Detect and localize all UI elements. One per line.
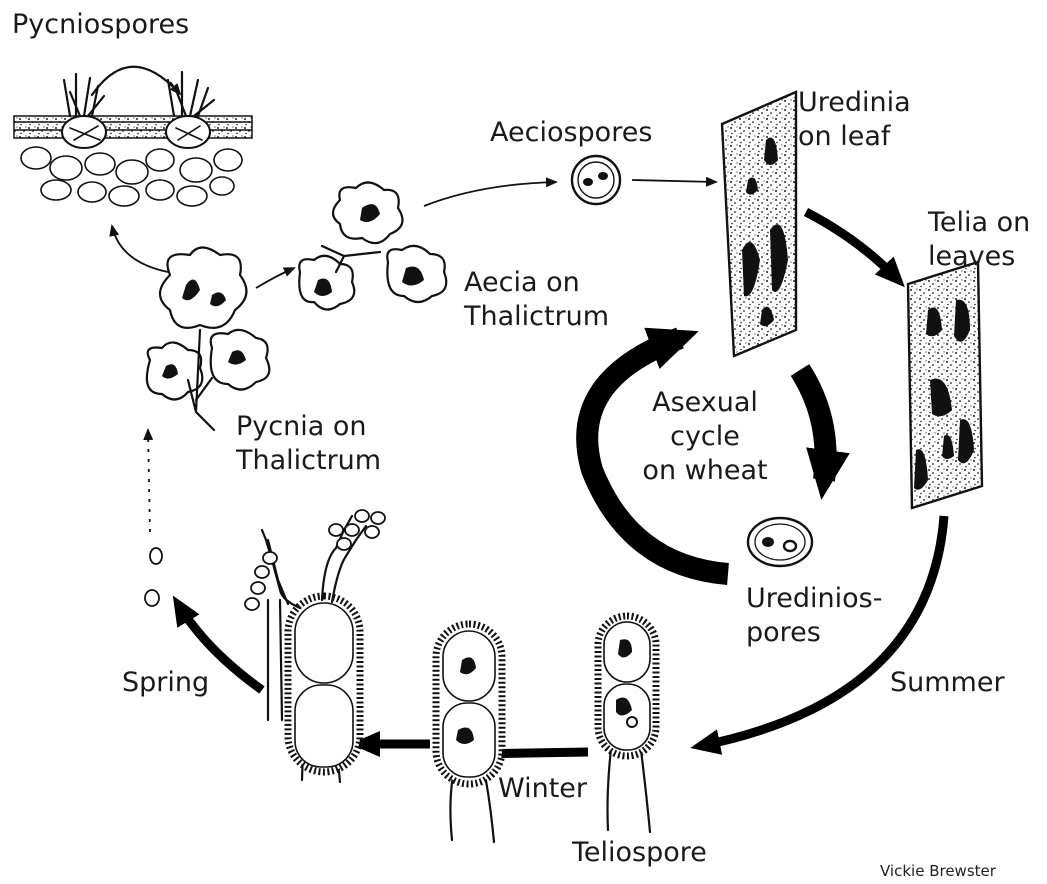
teliospore-right-illustration — [598, 616, 656, 832]
arrow-pycnia-to-pycniospores — [112, 226, 168, 272]
urediniospore-illustration — [748, 518, 812, 566]
label-aecia-on-thalictrum: Aecia on Thalictrum — [464, 266, 609, 334]
label-uredinia-on-leaf: Uredinia on leaf — [798, 86, 911, 154]
thalictrum-aecia-leaves — [299, 182, 446, 309]
pycniospores-illustration — [14, 67, 252, 206]
arrow-aecia-to-aeciospores — [424, 182, 556, 206]
label-telia-on-leaves: Telia on leaves — [928, 206, 1030, 274]
label-urediniospores: Uredinios- pores — [746, 582, 882, 650]
teliospore-center-illustration — [436, 624, 502, 842]
thalictrum-pycnia-leaves — [147, 248, 269, 431]
pycniospore-transfer-arc — [92, 67, 178, 95]
label-teliospore: Teliospore — [572, 836, 707, 870]
label-pycniospores: Pycniospores — [12, 8, 189, 42]
arrow-basidiospores-to-pycnia — [148, 430, 150, 532]
artist-credit: Vickie Brewster — [880, 862, 996, 880]
label-winter: Winter — [498, 772, 587, 806]
label-summer: Summer — [890, 666, 1005, 700]
label-pycnia-on-thalictrum: Pycnia on Thalictrum — [236, 410, 381, 478]
label-asexual-cycle-on-wheat: Asexual cycle on wheat — [640, 386, 770, 488]
basidiospores-released — [145, 548, 162, 606]
uredinia-leaf-illustration — [722, 92, 796, 356]
telia-leaf-illustration — [908, 262, 982, 508]
arrow-aeciospores-to-uredinia — [632, 180, 716, 182]
aeciospore-illustration — [572, 156, 620, 204]
label-spring: Spring — [122, 666, 209, 700]
label-aeciospores: Aeciospores — [490, 116, 652, 150]
arrow-uredinia-to-telia — [806, 212, 898, 280]
